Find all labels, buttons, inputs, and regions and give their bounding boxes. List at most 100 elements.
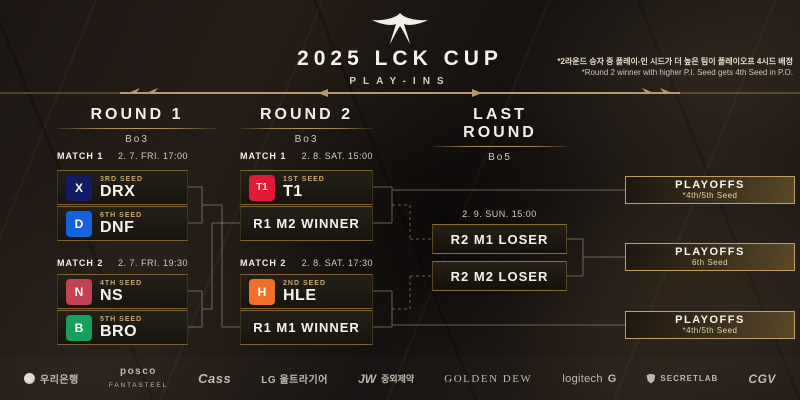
t1-seed: 1ST SEED — [283, 175, 325, 183]
round2-underline — [240, 128, 373, 129]
drx-logo-icon: X — [66, 174, 92, 201]
round2-format: Bo3 — [294, 134, 319, 145]
bro-seed: 5TH SEED — [100, 315, 143, 323]
t1-name: T1 — [283, 182, 303, 200]
logitech-g-icon: G — [607, 372, 617, 385]
bro-logo-icon: B — [66, 314, 92, 341]
bro-name: BRO — [100, 322, 138, 340]
r1m1-winner-label: R1 M1 WINNER — [253, 320, 360, 335]
round1-underline — [57, 128, 217, 129]
r1-match1-label: MATCH 1 — [57, 150, 104, 161]
r2m1-loser-label: R2 M1 LOSER — [450, 231, 549, 247]
lg-ultragear-label: LG 울트라기어 — [261, 375, 328, 386]
sponsor-posco: posco FANTASTEEL — [109, 367, 168, 390]
round2-title: ROUND 2 — [259, 106, 353, 123]
cass-label: Cass — [198, 371, 232, 386]
r1-match2-box: N 4TH SEED NS B 5TH SEED BRO — [57, 274, 188, 345]
sponsor-jw-pharma: JW 중외제약 — [358, 372, 414, 386]
fantasteel-label: FANTASTEEL — [108, 382, 168, 389]
secretlab-label: SECRETLAB — [660, 374, 719, 383]
round1-title: ROUND 1 — [90, 106, 184, 123]
playoffs-3-title: PLAYOFFS — [675, 314, 745, 326]
round1-header: ROUND 1 Bo3 — [57, 106, 217, 145]
t1-logo-icon: T1 — [249, 174, 275, 201]
event-title: 2025 LCK CUP — [297, 47, 503, 70]
jw-icon: JW — [358, 371, 377, 386]
r1-match1-date: 2. 7. FRI. 17:00 — [117, 150, 188, 161]
r2m2-loser-label: R2 M2 LOSER — [450, 268, 549, 284]
playoffs-2-seed: 6th Seed — [691, 258, 729, 267]
playoffs-1-title: PLAYOFFS — [675, 179, 745, 191]
lck-logo-icon — [372, 13, 428, 44]
r2-match2-box: H 2ND SEED HLE R1 M1 WINNER — [240, 274, 373, 345]
slot-r1m2-winner: R1 M2 WINNER — [240, 206, 373, 241]
jw-pharma-label: 중외제약 — [381, 374, 415, 384]
team-slot-dnf: D 6TH SEED DNF — [57, 206, 188, 241]
sponsor-golden-dew: GOLDEN DEW — [444, 373, 532, 385]
r1-match2-label: MATCH 2 — [57, 257, 104, 268]
slot-r2m2-loser: R2 M2 LOSER — [432, 261, 567, 291]
sponsor-cass: Cass — [198, 371, 231, 386]
r1-match1-header: MATCH 1 2. 7. FRI. 17:00 — [57, 150, 188, 161]
woori-bank-icon — [24, 373, 35, 384]
woori-bank-label: 우리은행 — [40, 375, 79, 386]
r2-match1-box: T1 1ST SEED T1 R1 M2 WINNER — [240, 170, 373, 241]
seeding-note-korean: *2라운드 승자 중 플레이-인 시드가 더 높은 팀이 플레이오프 4시드 배… — [557, 57, 793, 66]
sponsor-secretlab: SECRETLAB — [646, 373, 719, 384]
last-round-date: 2. 9. SUN. 15:00 — [462, 209, 537, 219]
playoffs-1-seed: *4th/5th Seed — [682, 191, 738, 200]
posco-label: posco — [119, 366, 157, 377]
round2-header: ROUND 2 Bo3 — [240, 106, 373, 145]
dnf-name: DNF — [100, 218, 135, 236]
r2-match2-header: MATCH 2 2. 8. SAT. 17:30 — [240, 257, 373, 268]
hle-name: HLE — [283, 286, 317, 304]
playoffs-box-2: PLAYOFFS 6th Seed — [625, 243, 795, 271]
logitech-label: logitech — [562, 372, 603, 385]
hle-logo-icon: H — [249, 278, 275, 305]
team-slot-drx: X 3RD SEED DRX — [57, 170, 188, 205]
last-round-underline — [433, 146, 567, 147]
hle-seed: 2ND SEED — [283, 279, 327, 287]
playoffs-2-title: PLAYOFFS — [675, 246, 745, 258]
r1-match2-header: MATCH 2 2. 7. FRI. 19:30 — [57, 257, 188, 268]
dnf-seed: 6TH SEED — [100, 211, 143, 219]
r1-match2-date: 2. 7. FRI. 19:30 — [117, 257, 188, 268]
sponsor-woori-bank: 우리은행 — [24, 371, 79, 386]
r1m2-winner-label: R1 M2 WINNER — [253, 216, 360, 231]
last-round-header: LAST ROUND Bo5 — [433, 106, 567, 163]
team-slot-ns: N 4TH SEED NS — [57, 274, 188, 309]
r1-match1-box: X 3RD SEED DRX D 6TH SEED DNF — [57, 170, 188, 241]
drx-name: DRX — [100, 182, 136, 200]
round1-format: Bo3 — [125, 134, 149, 145]
cgv-label: CGV — [748, 371, 776, 386]
ns-seed: 4TH SEED — [100, 279, 143, 287]
r2-match1-header: MATCH 1 2. 8. SAT. 15:00 — [240, 150, 373, 161]
event-stage: PLAY-INS — [349, 76, 451, 87]
playoffs-box-1: PLAYOFFS *4th/5th Seed — [625, 176, 795, 204]
r2-match2-label: MATCH 2 — [240, 257, 287, 268]
last-round-title: LAST ROUND — [463, 106, 537, 141]
slot-r1m1-winner: R1 M1 WINNER — [240, 310, 373, 345]
seeding-note-english: *Round 2 winner with higher P.I. Seed ge… — [581, 68, 793, 77]
golden-dew-label: GOLDEN DEW — [444, 372, 533, 385]
team-slot-hle: H 2ND SEED HLE — [240, 274, 373, 309]
seeding-note: *2라운드 승자 중 플레이-인 시드가 더 높은 팀이 플레이오프 4시드 배… — [463, 56, 793, 78]
gold-divider — [0, 88, 800, 97]
ns-logo-icon: N — [66, 278, 92, 305]
slot-r2m1-loser: R2 M1 LOSER — [432, 224, 567, 254]
dnf-logo-icon: D — [66, 210, 92, 237]
playoffs-box-3: PLAYOFFS *4th/5th Seed — [625, 311, 795, 339]
ns-name: NS — [100, 286, 124, 304]
team-slot-bro: B 5TH SEED BRO — [57, 310, 188, 345]
playoffs-3-seed: *4th/5th Seed — [682, 326, 738, 335]
team-slot-t1: T1 1ST SEED T1 — [240, 170, 373, 205]
sponsor-cgv: CGV — [748, 372, 776, 386]
sponsor-logitech-g: logitech G — [562, 373, 616, 385]
drx-seed: 3RD SEED — [100, 175, 144, 183]
r2-match1-label: MATCH 1 — [240, 150, 287, 161]
sponsor-bar: 우리은행 posco FANTASTEEL Cass LG 울트라기어 JW 중… — [0, 357, 800, 400]
r2-match1-date: 2. 8. SAT. 15:00 — [301, 150, 373, 161]
r2-match2-date: 2. 8. SAT. 17:30 — [301, 257, 373, 268]
last-round-format: Bo5 — [488, 152, 512, 163]
